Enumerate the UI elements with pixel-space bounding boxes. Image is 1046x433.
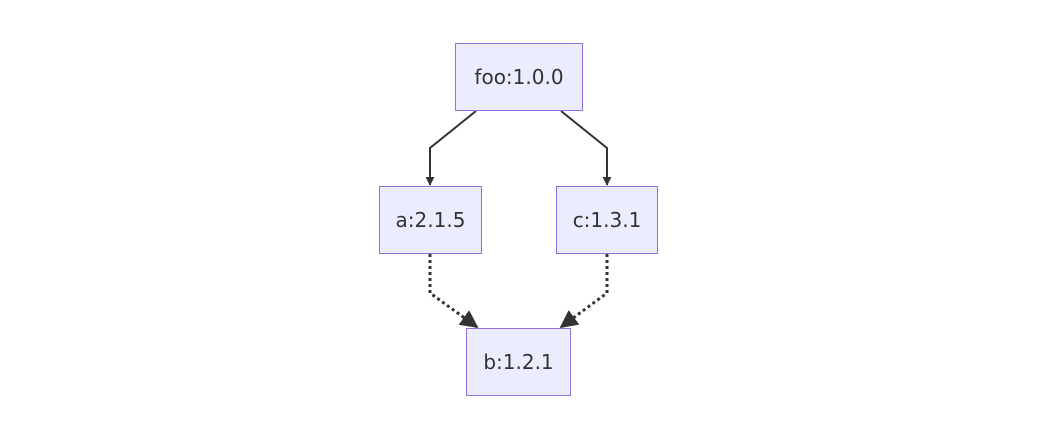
- node-c[interactable]: c:1.3.1: [556, 186, 658, 254]
- edge-a-to-b: [428, 254, 479, 329]
- edge-foo-to-a: [425, 110, 477, 186]
- node-a-label: a:2.1.5: [395, 208, 466, 232]
- node-foo-label: foo:1.0.0: [474, 65, 564, 89]
- edge-foo-to-c: [560, 110, 612, 186]
- node-c-label: c:1.3.1: [572, 208, 642, 232]
- node-b-label: b:1.2.1: [483, 350, 554, 374]
- node-b[interactable]: b:1.2.1: [466, 328, 571, 396]
- edge-c-to-b: [559, 254, 609, 329]
- node-foo[interactable]: foo:1.0.0: [455, 43, 583, 111]
- node-a[interactable]: a:2.1.5: [379, 186, 482, 254]
